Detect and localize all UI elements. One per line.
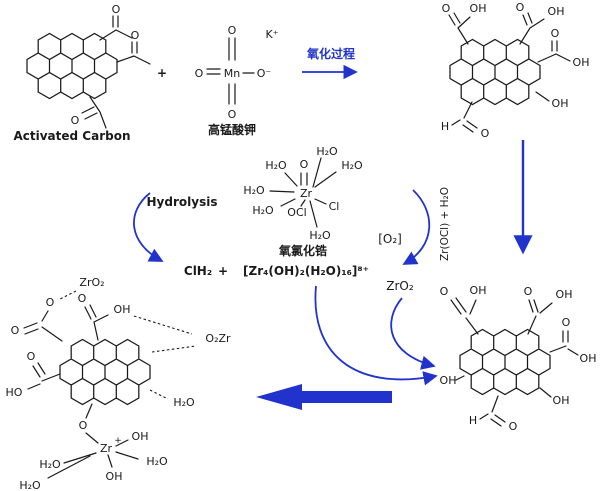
cooh-left-ho-label: HO bbox=[6, 386, 23, 399]
pah-core bbox=[26, 32, 118, 100]
h2o-left-label: H₂O bbox=[243, 184, 265, 197]
oh4-label: OH bbox=[552, 97, 569, 110]
ester-o-dbl-label: O bbox=[11, 324, 20, 337]
o2-label: [O₂] bbox=[378, 232, 402, 246]
h2o-bottom-label: H₂O bbox=[309, 229, 331, 242]
cooh1-oh-label: OH bbox=[470, 2, 487, 15]
cooh-top-o-label: O bbox=[78, 292, 87, 305]
zrocl-h2o-label: Zr(OCl) + H₂O bbox=[439, 187, 451, 261]
cooh2-o-label: O bbox=[524, 285, 533, 298]
hydrolysis-products: ClH₂ + [Zr₄(OH)₂(H₂O)₁₆]⁸⁺ bbox=[184, 264, 369, 278]
h2o-left-label: H₂O bbox=[39, 458, 61, 471]
zro2-label: ZrO₂ bbox=[386, 279, 414, 293]
activated-carbon-caption: Activated Carbon bbox=[13, 129, 130, 143]
oxidation-label: 氧化过程 bbox=[306, 46, 355, 61]
cl-label: Cl bbox=[329, 200, 340, 213]
h2o-right-label: H₂O bbox=[146, 455, 168, 468]
cooh2-oh-label: OH bbox=[548, 5, 565, 18]
cho-h-label: H bbox=[441, 120, 449, 133]
oh-left-label: OH bbox=[440, 374, 457, 387]
ester-o-label: O bbox=[46, 296, 55, 309]
zirconium-oxychloride-structure: H₂O O H₂O H₂O H₂O Zr Cl OCl H₂O H₂O 氧氯化锆 bbox=[243, 145, 363, 258]
oxidized-carbon-bottom-structure: O OH O OH O OH OH OH H O bbox=[440, 284, 597, 433]
cooh-top-oh-label: OH bbox=[114, 303, 131, 316]
substituent-bonds bbox=[450, 297, 579, 427]
kmno4-o-bottom-label: O bbox=[228, 108, 237, 121]
cho-h-label: H bbox=[469, 414, 477, 427]
kmno4-structure: O O Mn O O⁻ K⁺ 高锰酸钾 bbox=[195, 24, 279, 137]
h2o-bottom-left-label: H₂O bbox=[19, 479, 41, 491]
zr-cluster-label: [Zr₄(OH)₂(H₂O)₁₆]⁸⁺ bbox=[243, 264, 369, 278]
ocl-label: OCl bbox=[287, 206, 306, 219]
zrocl2-caption: 氧氯化锆 bbox=[278, 243, 327, 258]
final-product-structure: ZrO₂ O O O OH O₂Zr O HO H₂O O Zr + OH H₂… bbox=[6, 276, 232, 491]
kmno4-o-top-label: O bbox=[228, 24, 237, 37]
oh4-label: OH bbox=[553, 394, 570, 407]
acetyl-o-right-label: O bbox=[131, 29, 140, 42]
h2o-upper-left-label: H₂O bbox=[265, 159, 287, 172]
h2o-dashed-label: H₂O bbox=[173, 396, 195, 409]
cooh1-o-label: O bbox=[442, 2, 451, 15]
acetyl-bonds bbox=[81, 15, 151, 129]
cluster-to-product-arrow bbox=[314, 285, 438, 386]
cooh3-o-label: O bbox=[551, 27, 560, 40]
acetyl-o-bottom-label: O bbox=[71, 114, 80, 127]
o2zr-label: O₂Zr bbox=[205, 332, 231, 345]
cho-o-label: O bbox=[509, 420, 518, 433]
zro2-to-product-arrow bbox=[390, 297, 436, 370]
zr-center-label: Zr bbox=[100, 442, 113, 455]
kmno4-o-left-label: O bbox=[195, 67, 204, 80]
cooh1-oh-label: OH bbox=[470, 284, 487, 297]
plus-label: + bbox=[218, 264, 228, 278]
kmno4-bonds bbox=[206, 37, 255, 105]
cooh-left-o-label: O bbox=[27, 350, 36, 363]
h2o-lower-left-label: H₂O bbox=[252, 204, 274, 217]
activated-carbon-structure: O O O Activated Carbon bbox=[13, 3, 151, 143]
hydrolysis-arrow bbox=[133, 192, 164, 262]
hydrolysis-label: Hydrolysis bbox=[147, 195, 218, 209]
oh-right-label: OH bbox=[132, 430, 149, 443]
substituent-bonds bbox=[23, 290, 197, 479]
h2o-top-label: H₂O bbox=[316, 145, 338, 158]
pah-core bbox=[449, 38, 541, 106]
pah-core bbox=[59, 338, 151, 406]
kmno4-mn-label: Mn bbox=[224, 67, 240, 80]
acetyl-o-top-label: O bbox=[112, 3, 121, 16]
zro2-top-label: ZrO₂ bbox=[79, 276, 104, 289]
kmno4-o-minus-label: O⁻ bbox=[257, 67, 272, 80]
kmno4-k-label: K⁺ bbox=[265, 28, 278, 41]
oh-bottom-label: OH bbox=[106, 470, 123, 483]
zr-charge-label: + bbox=[114, 436, 122, 446]
cooh3-oh-label: OH bbox=[580, 352, 597, 365]
cooh1-o-label: O bbox=[440, 285, 449, 298]
cooh3-oh-label: OH bbox=[573, 56, 590, 69]
cho-o-label: O bbox=[481, 127, 490, 140]
zr-o-label: O bbox=[300, 158, 309, 171]
ligand-bonds bbox=[269, 157, 337, 228]
pah-core bbox=[459, 328, 551, 396]
cooh3-o-label: O bbox=[562, 316, 571, 329]
zr-label: Zr bbox=[300, 187, 313, 200]
clh2-label: ClH₂ bbox=[184, 264, 212, 278]
cooh2-oh-label: OH bbox=[556, 288, 573, 301]
h2o-upper-right-label: H₂O bbox=[341, 159, 363, 172]
o2-curved-arrow bbox=[402, 189, 431, 265]
cooh2-o-label: O bbox=[516, 1, 525, 14]
to-final-product-arrow bbox=[256, 384, 392, 410]
oxidized-carbon-top-structure: O OH O OH O OH OH H O bbox=[441, 1, 590, 140]
plus-sign: + bbox=[157, 66, 167, 80]
substituent-bonds bbox=[448, 12, 571, 133]
kmno4-caption: 高锰酸钾 bbox=[208, 122, 256, 137]
o-link-label: O bbox=[79, 419, 88, 432]
